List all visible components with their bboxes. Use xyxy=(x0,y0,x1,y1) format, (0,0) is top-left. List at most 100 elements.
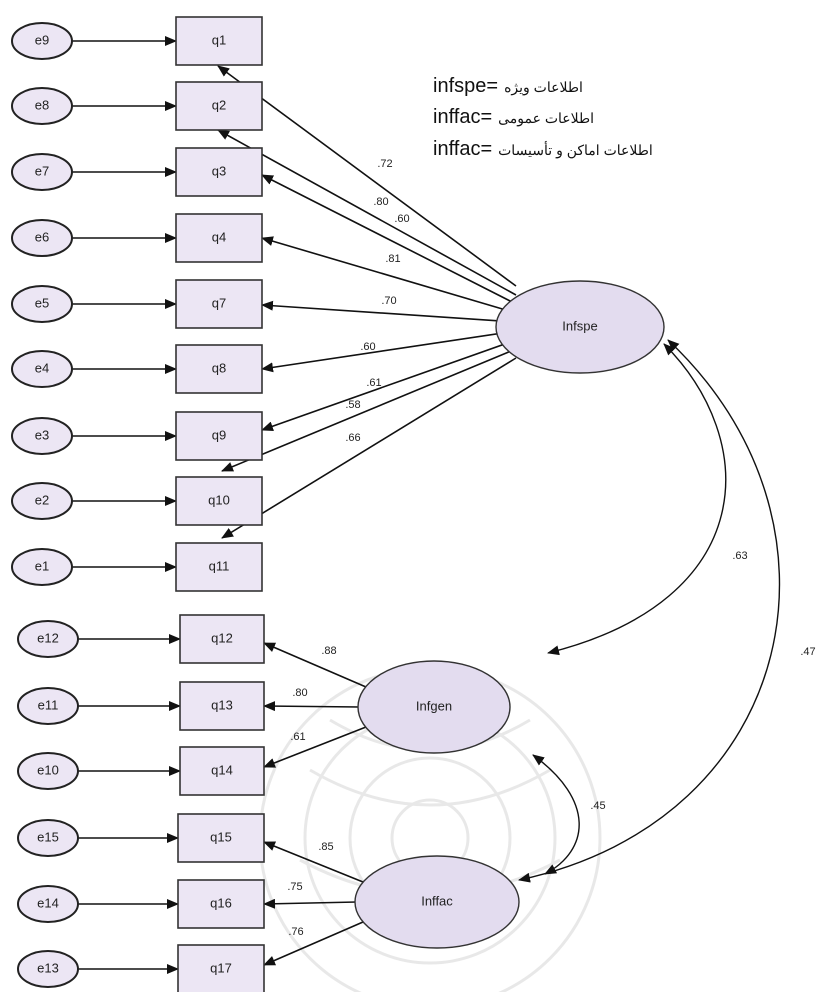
loading-coefficient-label: .72 xyxy=(377,158,392,170)
observed-variable-label: q16 xyxy=(210,895,232,910)
error-term-label: e3 xyxy=(35,427,49,442)
observed-variable-box xyxy=(175,542,263,592)
error-term-ellipse xyxy=(17,885,79,923)
observed-variable-box xyxy=(175,411,263,461)
observed-variable-label: q15 xyxy=(210,829,232,844)
loading-path-arrow xyxy=(221,357,517,539)
observed-variable-box xyxy=(179,614,265,664)
loading-path-arrow xyxy=(263,726,367,768)
loading-coefficient-label: .61 xyxy=(290,731,305,743)
error-term-label: e9 xyxy=(35,32,49,47)
covariance-label: .45 xyxy=(590,800,605,812)
latent-factor-label: Infspe xyxy=(562,318,597,333)
error-term-label: e5 xyxy=(35,295,49,310)
loading-coefficient-label: .70 xyxy=(381,295,396,307)
loading-coefficient-label: .80 xyxy=(292,687,307,699)
error-term-ellipse xyxy=(17,819,79,857)
loading-path-arrow xyxy=(263,701,361,712)
legend: infspe=اطلاعات ویژه inffac=اطلاعات عمومی… xyxy=(433,75,653,160)
error-term-label: e11 xyxy=(38,697,59,712)
observed-variable-label: q14 xyxy=(211,762,233,777)
error-term-ellipse xyxy=(17,620,79,658)
error-term-ellipse xyxy=(11,482,73,520)
covariance-curve xyxy=(518,339,781,883)
error-term-ellipse xyxy=(11,22,73,60)
error-term-label: e8 xyxy=(35,97,49,112)
observed-variable-box xyxy=(175,81,263,131)
observed-variable-label: q4 xyxy=(212,229,226,244)
observed-variable-box xyxy=(175,213,263,263)
observed-variable-label: q8 xyxy=(212,360,226,375)
latent-factor-ellipse xyxy=(495,280,665,374)
observed-variable-box xyxy=(179,681,265,731)
observed-variable-box xyxy=(175,344,263,394)
covariance-label: .47 xyxy=(800,646,815,658)
loading-path-arrow xyxy=(261,174,517,305)
observed-variable-label: q3 xyxy=(212,163,226,178)
loading-coefficient-label: .88 xyxy=(321,645,336,657)
observed-variable-label: q13 xyxy=(211,697,233,712)
loading-path-arrow xyxy=(217,65,517,287)
latent-factor-label: Inffac xyxy=(421,893,453,908)
error-term-ellipse xyxy=(17,950,79,988)
observed-variable-label: q1 xyxy=(212,32,226,47)
loading-path-arrow xyxy=(217,129,517,296)
covariance-curve xyxy=(532,754,580,875)
observed-variable-label: q10 xyxy=(208,492,230,507)
observed-variable-box xyxy=(175,279,263,329)
latent-factor-ellipse xyxy=(354,855,520,949)
latent-factor-ellipse xyxy=(357,660,511,754)
error-term-label: e7 xyxy=(35,163,49,178)
legend-entry: inffac=اطلاعات عمومی xyxy=(433,106,594,128)
nodes-layer: q1e9q2e8q3e7q4e6q7e5q8e4q9e3q10e2q11e1q1… xyxy=(11,16,665,992)
error-term-label: e12 xyxy=(37,630,59,645)
loading-path-arrow xyxy=(263,642,367,688)
observed-variable-box xyxy=(179,746,265,796)
observed-variable-label: q9 xyxy=(212,427,226,442)
legend-entry: infspe=اطلاعات ویژه xyxy=(433,75,583,97)
loading-coefficient-label: .75 xyxy=(287,881,302,893)
error-term-ellipse xyxy=(11,285,73,323)
loading-coefficient-label: .76 xyxy=(288,926,303,938)
error-term-ellipse xyxy=(11,153,73,191)
observed-variable-label: q17 xyxy=(210,960,232,975)
error-term-ellipse xyxy=(17,752,79,790)
error-term-label: e6 xyxy=(35,229,49,244)
error-term-ellipse xyxy=(17,687,79,725)
error-term-ellipse xyxy=(11,417,73,455)
error-term-label: e10 xyxy=(37,762,59,777)
legend-entry: inffac=اطلاعات اماکن و تأسیسات xyxy=(433,138,653,160)
loading-coefficient-label: .85 xyxy=(318,841,333,853)
observed-variable-box xyxy=(175,476,263,526)
error-term-label: e14 xyxy=(37,895,59,910)
loading-path-arrow xyxy=(263,898,358,909)
observed-variable-label: q2 xyxy=(212,97,226,112)
error-term-label: e15 xyxy=(37,829,59,844)
error-term-label: e1 xyxy=(35,558,49,573)
latent-factor-label: Infgen xyxy=(416,698,452,713)
loading-path-arrow xyxy=(261,300,517,323)
observed-variable-label: q12 xyxy=(211,630,233,645)
loading-coefficient-label: .61 xyxy=(366,377,381,389)
loading-coefficient-label: .66 xyxy=(345,432,360,444)
error-term-ellipse xyxy=(11,87,73,125)
error-term-label: e4 xyxy=(35,360,49,375)
error-term-ellipse xyxy=(11,548,73,586)
loading-path-arrow xyxy=(221,348,517,472)
observed-variable-label: q11 xyxy=(209,558,230,573)
observed-variable-label: q7 xyxy=(212,295,226,310)
loading-coefficient-label: .81 xyxy=(385,253,400,265)
error-term-label: e13 xyxy=(37,960,59,975)
loading-path-arrow xyxy=(261,330,517,373)
loading-coefficient-label: .58 xyxy=(345,399,360,411)
covariance-curve xyxy=(547,343,727,656)
loading-path-arrow xyxy=(263,841,364,883)
error-term-ellipse xyxy=(11,219,73,257)
observed-variable-box xyxy=(177,944,265,992)
loading-path-arrow xyxy=(263,921,364,966)
observed-variable-box xyxy=(175,147,263,197)
loading-coefficient-label: .60 xyxy=(394,213,409,225)
loading-coefficient-label: .60 xyxy=(360,341,375,353)
observed-variable-box xyxy=(175,16,263,66)
